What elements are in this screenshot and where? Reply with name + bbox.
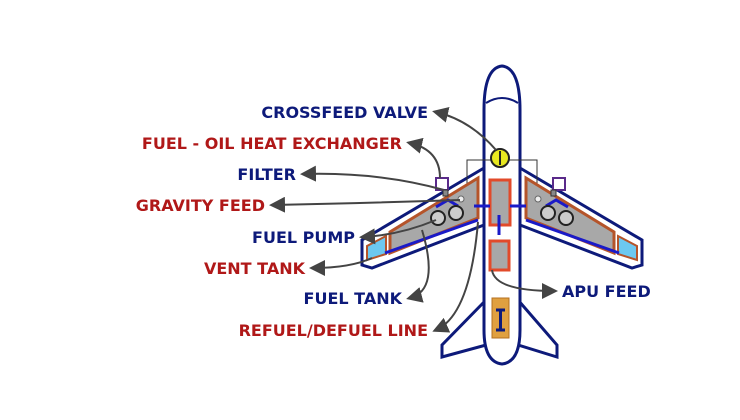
label-gravity-feed: GRAVITY FEED <box>136 196 265 215</box>
label-apu-feed: APU FEED <box>562 282 651 301</box>
airplane <box>360 64 644 366</box>
label-vent-tank: VENT TANK <box>204 259 306 278</box>
right-vent-tank <box>617 234 638 262</box>
fuel-pumps <box>430 205 574 226</box>
aft-tank <box>488 239 511 272</box>
label-fuel-pump: FUEL PUMP <box>252 228 355 247</box>
label-crossfeed-valve: CROSSFEED VALVE <box>261 103 428 122</box>
callout-arrows <box>269 106 558 333</box>
label-filter: FILTER <box>237 165 296 184</box>
label-heat-exchanger: FUEL - OIL HEAT EXCHANGER <box>142 134 402 153</box>
fuel-lines <box>384 198 620 255</box>
label-fuel-tank: FUEL TANK <box>304 289 403 308</box>
label-refuel-line: REFUEL/DEFUEL LINE <box>239 321 428 340</box>
